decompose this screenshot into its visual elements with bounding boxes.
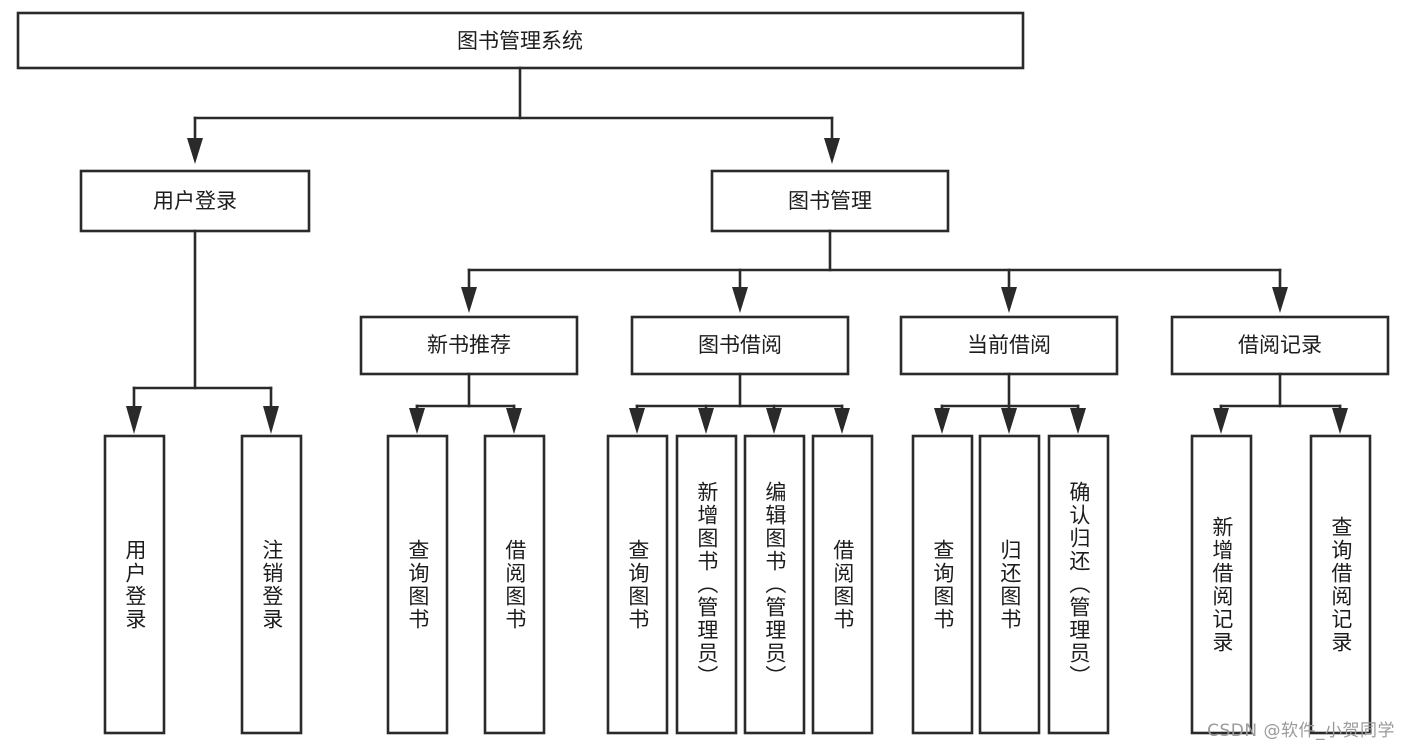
arrow-to-book-mgmt-icon	[824, 138, 840, 164]
leaf-box-current-borrow-1[interactable]	[911, 434, 974, 735]
leaf-box-current-borrow-3[interactable]	[1047, 434, 1110, 735]
node-user-login[interactable]: 用户登录	[79, 169, 311, 233]
arrow-book-borrow-c4-icon	[834, 408, 850, 434]
connector-borrow-record-to-leaves	[1213, 372, 1348, 434]
arrow-book-borrow-c2-icon	[698, 408, 714, 434]
leaf-box-book-borrow-1[interactable]	[606, 434, 669, 735]
node-new-book-recommend-label: 新书推荐	[427, 333, 511, 357]
leaf-box-borrow-record-1[interactable]	[1190, 434, 1253, 735]
node-user-login-label: 用户登录	[153, 189, 237, 213]
leaf-box-current-borrow-2[interactable]	[978, 434, 1041, 735]
leaf-box-user-login-1[interactable]	[103, 434, 166, 735]
node-current-borrow-box[interactable]	[899, 315, 1119, 376]
connector-new-book-to-leaves	[409, 372, 522, 434]
connector-user-login-to-leaves	[126, 229, 279, 434]
connector-book-borrow-to-leaves	[629, 372, 850, 434]
arrow-to-book-borrow-icon	[732, 287, 748, 313]
leaf-box-book-borrow-4[interactable]	[811, 434, 874, 735]
arrow-to-user-login-icon	[187, 138, 203, 164]
node-book-borrow-box[interactable]	[630, 315, 850, 376]
leaf-box-book-borrow-3[interactable]	[743, 434, 806, 735]
node-root-box[interactable]	[16, 11, 1025, 70]
node-current-borrow[interactable]: 当前借阅	[899, 315, 1119, 376]
arrow-current-borrow-c2-icon	[1001, 408, 1017, 434]
connector-book-mgmt-to-level3	[461, 229, 1288, 313]
node-borrow-record-box[interactable]	[1170, 315, 1390, 376]
arrow-to-current-borrow-icon	[1001, 287, 1017, 313]
connector-root-to-level2	[187, 66, 840, 164]
arrow-current-borrow-c1-icon	[934, 408, 950, 434]
arrow-current-borrow-c3-icon	[1070, 408, 1086, 434]
node-new-book-recommend-box[interactable]	[359, 315, 579, 376]
node-new-book-recommend[interactable]: 新书推荐	[359, 315, 579, 376]
arrow-new-book-c2-icon	[506, 408, 522, 434]
arrow-to-new-book-icon	[461, 287, 477, 313]
arrow-borrow-record-c1-icon	[1213, 408, 1229, 434]
leaf-box-book-borrow-2[interactable]	[675, 434, 738, 735]
node-borrow-record[interactable]: 借阅记录	[1170, 315, 1390, 376]
node-book-management-label: 图书管理	[788, 189, 872, 213]
node-borrow-record-label: 借阅记录	[1238, 333, 1322, 357]
node-book-management-box[interactable]	[710, 169, 950, 233]
node-book-borrow[interactable]: 图书借阅	[630, 315, 850, 376]
node-root-label: 图书管理系统	[457, 29, 583, 53]
arrow-to-borrow-record-icon	[1272, 287, 1288, 313]
leaf-box-user-login-2[interactable]	[240, 434, 303, 735]
arrow-book-borrow-c1-icon	[629, 408, 645, 434]
arrow-user-login-left-icon	[126, 406, 142, 434]
arrow-new-book-c1-icon	[409, 408, 425, 434]
node-current-borrow-label: 当前借阅	[967, 333, 1051, 357]
node-root[interactable]: 图书管理系统	[16, 11, 1025, 70]
watermark: CSDN @软件_小贺同学	[1207, 721, 1395, 741]
leaf-box-new-book-1[interactable]	[386, 434, 449, 735]
connector-current-borrow-to-leaves	[934, 372, 1086, 434]
arrow-borrow-record-c2-icon	[1332, 408, 1348, 434]
arrow-user-login-right-icon	[263, 406, 279, 434]
node-book-borrow-label: 图书借阅	[698, 333, 782, 357]
node-book-management[interactable]: 图书管理	[710, 169, 950, 233]
leaf-box-borrow-record-2[interactable]	[1309, 434, 1372, 735]
leaf-box-new-book-2[interactable]	[483, 434, 546, 735]
arrow-book-borrow-c3-icon	[766, 408, 782, 434]
